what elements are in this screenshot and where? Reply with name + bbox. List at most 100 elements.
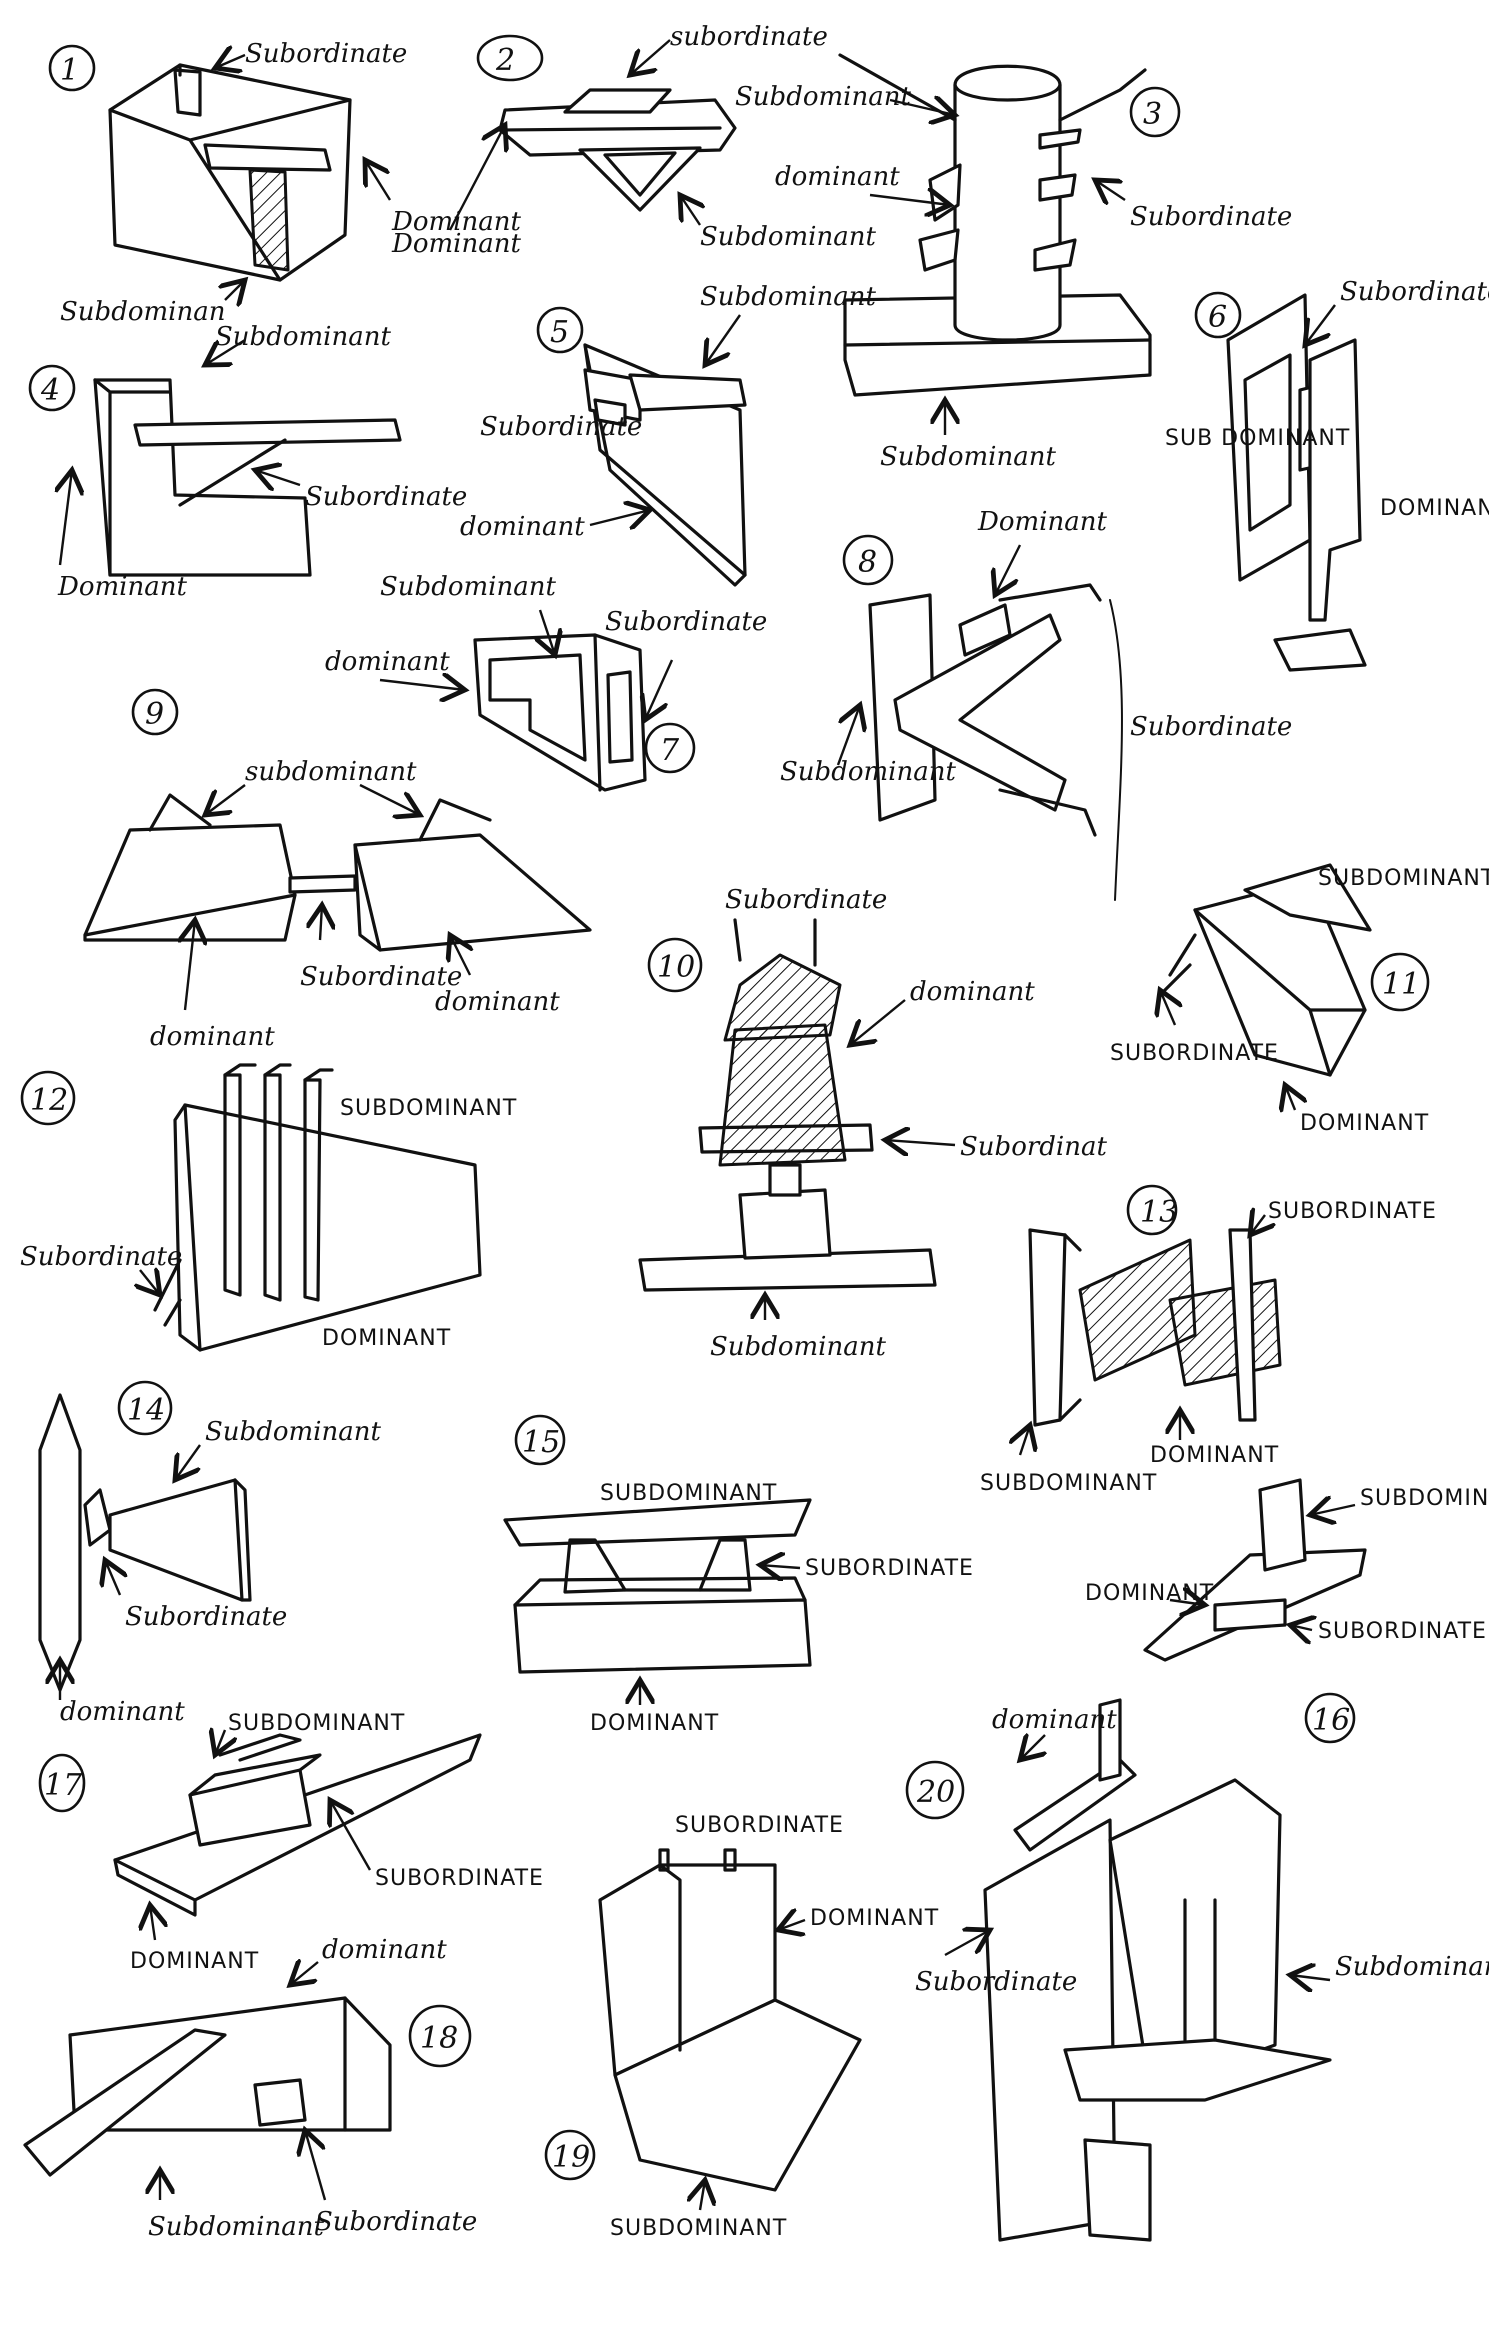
label-dominant: Dominant [977, 507, 1107, 537]
sketch-number: 9 [145, 697, 164, 732]
label-subordinate: Subordinate [305, 482, 467, 512]
label-subordinate: Subordinate [20, 1242, 182, 1272]
sketch-10: 10 Subordinate dominant Subordinat Subdo… [638, 885, 1107, 1362]
label-dominant-left: dominant [150, 1022, 275, 1052]
sketch-9: 9 subdominant dominant Subordinate domin… [83, 688, 592, 1052]
label-dominant: dominant [322, 1935, 447, 1965]
label-subdominant: SUBDOMINANT [1360, 1486, 1489, 1511]
label-dominant: Dominant [391, 229, 521, 259]
label-dominant-right: dominant [435, 987, 560, 1017]
label-subordinate: SUBORDINATE [375, 1866, 544, 1891]
sketch-15: 15 SUBDOMINANT SUBORDINATE DOMINANT [503, 1414, 974, 1736]
label-sub-dominant: SUB DOMINANT [1165, 426, 1350, 451]
sketch-number: 19 [552, 2140, 590, 2175]
label-dominant: DOMINANT [590, 1711, 719, 1736]
label-dominant: dominant [460, 512, 585, 542]
sketch-number: 20 [916, 1775, 955, 1810]
sketch-2: 2 subordinate Dominant Subdominant [391, 22, 876, 259]
label-subdominant: SUBDOMINANT [610, 2216, 787, 2241]
label-dominant: DOMINANT [130, 1949, 259, 1974]
label-subordinate: Subordinate [315, 2207, 477, 2237]
label-subordinate: Subordinate [725, 885, 887, 915]
label-subdominant: SUBDOMINANT [228, 1711, 405, 1736]
label-subordinate: Subordinate [915, 1967, 1077, 1997]
sketch-number: 12 [30, 1083, 68, 1118]
sketch-6: 6 Subordinate SUB DOMINANT DOMINANT [1165, 277, 1489, 672]
label-subdominant: SUBDOMINANT [340, 1096, 517, 1121]
label-subordinate: Subordinate [1130, 712, 1292, 742]
sketch-8: 8 Dominant Subdominant Subordinate [780, 507, 1292, 901]
label-subdominant: Subdominant [148, 2212, 324, 2242]
label-subordinate: Subordinate [300, 962, 462, 992]
sketch-number: 8 [858, 545, 877, 580]
sketch-4: 4 Subdominant Subordinate Dominant [28, 322, 467, 602]
label-dominant: Dominant [57, 572, 187, 602]
label-subordinate: SUBORDINATE [1268, 1199, 1437, 1224]
label-dominant: Dominant [391, 207, 521, 237]
label-subordinate: SUBORDINATE [1110, 1041, 1279, 1066]
sketch-number: 3 [1143, 97, 1162, 132]
label-subordinate: Subordinate [1130, 202, 1292, 232]
sketch-number: 17 [44, 1768, 83, 1803]
label-subdominant: SUBDOMINANT [1318, 866, 1489, 891]
label-subordinat: Subordinat [960, 1132, 1107, 1162]
label-dominant: DOMINANT [1300, 1111, 1429, 1136]
sketch-17: 17 SUBDOMINANT SUBORDINATE DOMINANT [38, 1711, 544, 1974]
label-subdominant: subdominant [245, 757, 417, 787]
sketch-number: 11 [1382, 967, 1420, 1002]
sketch-16: 16 SUBDOMINANT DOMINANT SUBORDINATE [1085, 1478, 1489, 1744]
label-dominant: dominant [60, 1697, 185, 1727]
label-dominant: dominant [910, 977, 1035, 1007]
sketch-13: 13 SUBORDINATE SUBDOMINANT DOMINANT [980, 1184, 1437, 1496]
sketch-number: 15 [522, 1425, 560, 1460]
label-dominant: dominant [992, 1705, 1117, 1735]
label-subdominan: Subdominan [60, 297, 225, 327]
sketch-number: 7 [660, 733, 680, 768]
label-subdominant: Subdominant [780, 757, 956, 787]
label-subdominant: Subdominant [710, 1332, 886, 1362]
sketch-number: 16 [1312, 1703, 1350, 1738]
label-subordinate: SUBORDINATE [675, 1813, 844, 1838]
label-subdominant: Subdominant [700, 282, 876, 312]
label-dominant: DOMINANT [1085, 1581, 1214, 1606]
sketch-number: 18 [420, 2021, 458, 2056]
label-dominant: DOMINANT [1150, 1443, 1279, 1468]
label-subdominant: SUBDOMINANT [600, 1481, 777, 1506]
label-subordinate: Subordinate [1340, 277, 1489, 307]
label-subordinate: SUBORDINATE [1318, 1619, 1487, 1644]
label-subdominant: Subdominant [1335, 1952, 1489, 1982]
label-subordinate: Subordinate [245, 39, 407, 69]
label-subordinate: SUBORDINATE [805, 1556, 974, 1581]
label-subdominant: Subdominant [380, 572, 556, 602]
label-subdominant: Subdominant [215, 322, 391, 352]
sketch-number: 14 [127, 1393, 165, 1428]
label-subdominant: SUBDOMINANT [980, 1471, 1157, 1496]
label-dominant: dominant [775, 162, 900, 192]
sketch-number: 5 [550, 315, 569, 350]
sketch-number: 1 [60, 53, 79, 88]
sketch-20: 20 dominant Subordinate Subdominant [905, 1698, 1489, 2242]
label-dominant: DOMINANT [1380, 496, 1489, 521]
sketch-number: 2 [495, 43, 515, 78]
sketch-number: 10 [657, 950, 695, 985]
sketch-number: 6 [1208, 300, 1227, 335]
sketch-5: 5 Subdominant Subordinate dominant [460, 282, 876, 587]
label-subdominant: Subdominant [205, 1417, 381, 1447]
sketch-14: 14 Subdominant Subordinate dominant [38, 1380, 381, 1727]
sketch-11: 11 SUBDOMINANT SUBORDINATE DOMINANT [1110, 863, 1489, 1136]
sketch-number: 13 [1140, 1195, 1178, 1230]
sketch-1: 1 Subordinate Dominant Subdominan [48, 39, 521, 327]
sketch-7: 7 Subdominant Subordinate dominant [325, 572, 767, 792]
sketch-19: 19 SUBORDINATE DOMINANT SUBDOMINANT [544, 1813, 939, 2241]
sketch-3: 3 Subdominant dominant Subordinate Subdo… [735, 53, 1292, 472]
label-subordinate: Subordinate [480, 412, 642, 442]
label-subdominant-top: Subdominant [735, 82, 911, 112]
label-dominant: dominant [325, 647, 450, 677]
label-subdominant-base: Subdominant [880, 442, 1056, 472]
sketch-18: 18 dominant Subdominant Subordinate [23, 1935, 477, 2242]
sketch-number: 4 [40, 373, 60, 408]
label-dominant: DOMINANT [810, 1906, 939, 1931]
label-subdominant: Subdominant [700, 222, 876, 252]
